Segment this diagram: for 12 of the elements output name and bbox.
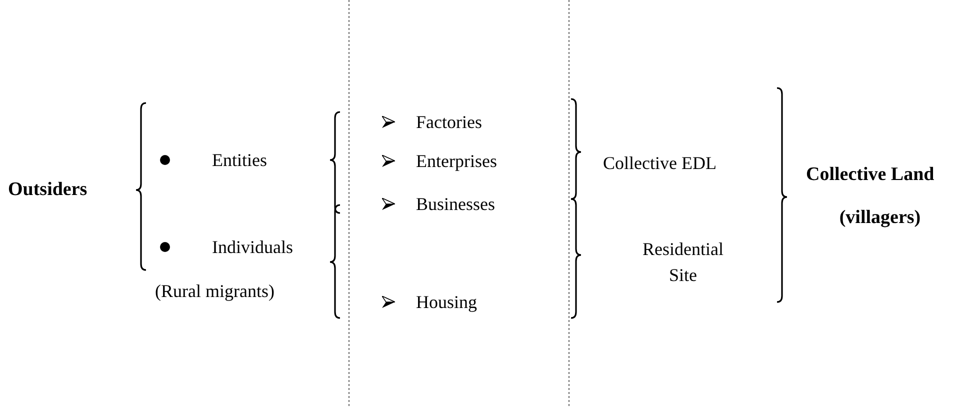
label-text: Individuals: [212, 236, 293, 259]
label-text: Housing: [416, 291, 478, 314]
label-text: Collective EDL: [603, 152, 716, 175]
label-text: Outsiders: [8, 178, 88, 202]
label-text: (villagers): [838, 206, 922, 230]
label-text: Residential Site: [642, 238, 724, 287]
label-text: Entities: [212, 149, 267, 172]
label-text: Factories: [416, 111, 482, 134]
label-text: Enterprises: [416, 150, 497, 173]
label-text: Collective Land: [806, 163, 934, 187]
label-text: Businesses: [416, 193, 496, 216]
label-text: (Rural migrants): [155, 280, 274, 303]
